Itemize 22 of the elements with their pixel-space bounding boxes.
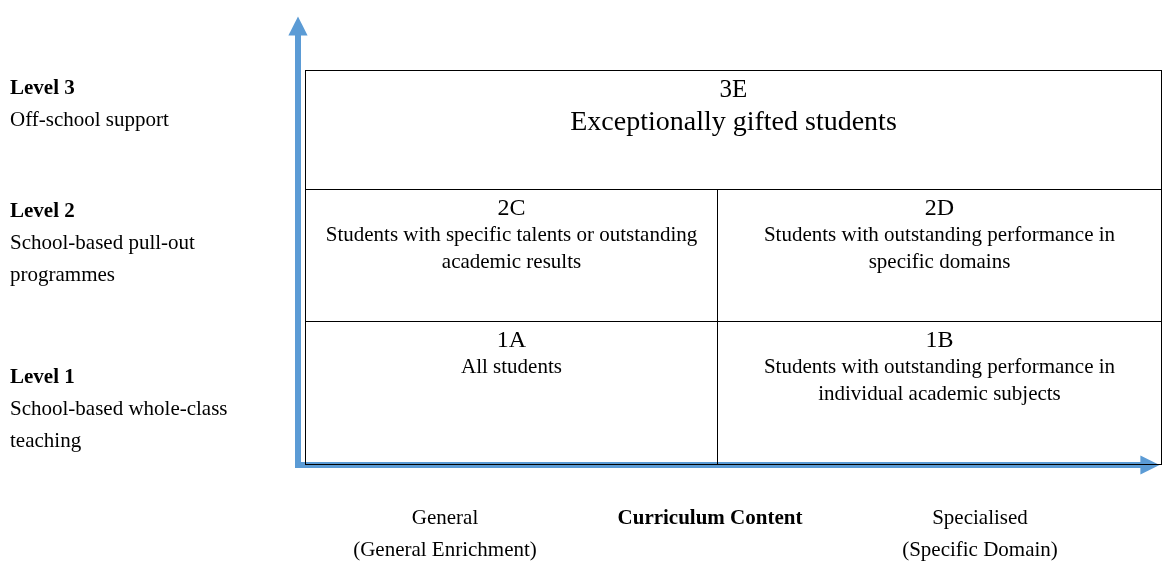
level-heading: Level 1: [10, 363, 76, 390]
cell-description: Students with outstanding performance in individual academic subjects: [762, 353, 1117, 408]
cell-description: Exceptionally gifted students: [570, 104, 897, 138]
axis-label: Specialised (Specific Domain): [901, 504, 1059, 563]
cell-code: 2D: [924, 194, 955, 221]
table-cell: [305, 321, 718, 465]
cell-description: Students with outstanding performance in specific domains: [762, 221, 1117, 276]
table-cell: [305, 70, 1162, 190]
level-heading: Level 3: [10, 74, 76, 101]
cell-description: All students: [461, 353, 562, 380]
cell-code: 1A: [496, 326, 527, 353]
level-description: School-based pull-out programmes: [10, 229, 196, 288]
cell-description: Students with specific talents or outstanding academic results: [324, 221, 699, 276]
cell-code: 2C: [497, 194, 526, 221]
level-description: School-based whole-class teaching: [10, 395, 229, 454]
axis-title: Curriculum Content: [616, 504, 804, 531]
cell-code: 1B: [925, 326, 954, 353]
table-cell: [717, 321, 1162, 465]
axis-label: General (General Enrichment): [352, 504, 538, 563]
level-description: Off-school support: [10, 106, 170, 133]
cell-code: 3E: [719, 75, 748, 103]
level-heading: Level 2: [10, 197, 76, 224]
